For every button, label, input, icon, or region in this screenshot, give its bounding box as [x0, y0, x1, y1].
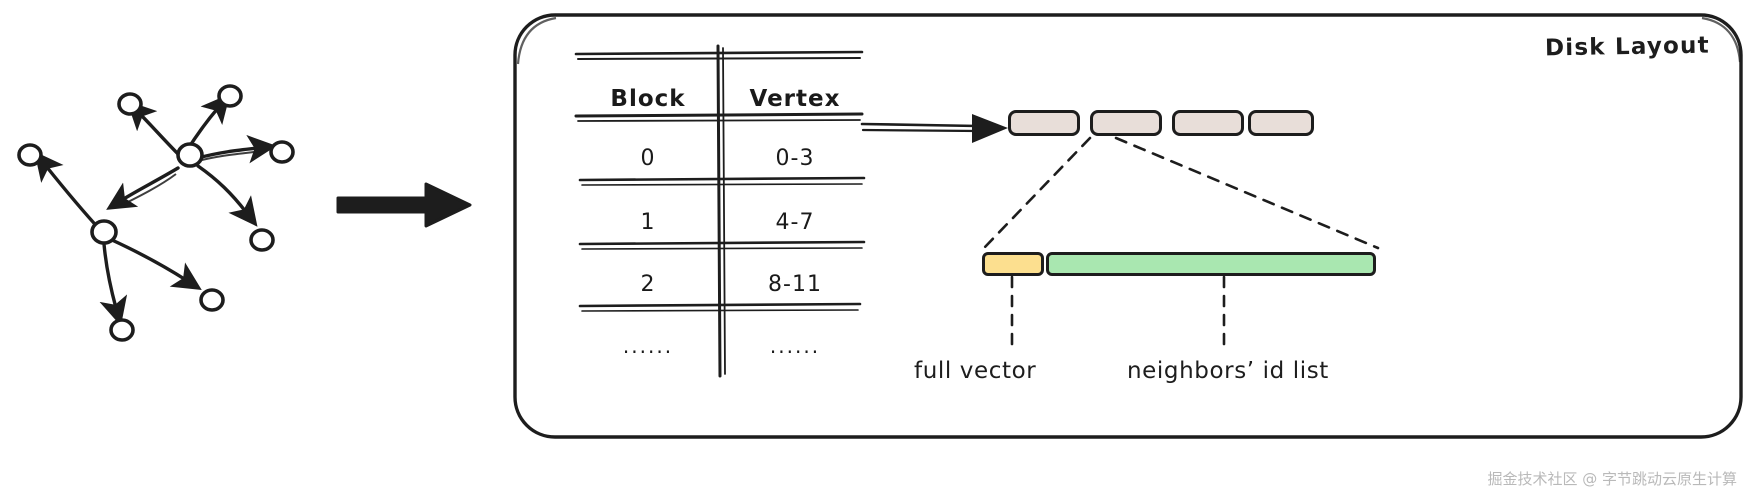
watermark: 掘金技术社区 @ 字节跳动云原生计算 — [1487, 470, 1737, 488]
full-vector-bar — [982, 252, 1044, 276]
graph-edges — [34, 93, 277, 327]
block-vertex-table: Block Vertex 0 0-3 1 4-7 2 8-11 ······ ·… — [570, 40, 868, 380]
disk-block — [1008, 110, 1080, 136]
neighbors-id-list-bar — [1046, 252, 1376, 276]
mapping-arrow — [860, 104, 1020, 154]
disk-layout-panel: Disk Layout — [512, 12, 1744, 440]
bar-leader-lines — [960, 275, 1420, 375]
source-graph — [0, 0, 340, 495]
expansion-lines-svg — [982, 136, 1380, 250]
table-cell-vertex-2: 8-11 — [768, 272, 822, 297]
graph-nodes — [17, 84, 295, 342]
table-cell-block-2: 2 — [640, 272, 656, 297]
graph-node — [269, 140, 295, 164]
graph-node — [117, 92, 143, 116]
disk-block — [1248, 110, 1314, 136]
disk-block — [1172, 110, 1244, 136]
table-rule-lines — [574, 44, 866, 378]
table-cell-vertex-ellipsis: ······ — [769, 340, 821, 364]
transform-arrow — [330, 170, 490, 240]
graph-node — [217, 84, 243, 108]
transform-arrow-icon — [336, 182, 472, 228]
table-cell-vertex-1: 4-7 — [775, 210, 815, 235]
graph-node — [17, 143, 43, 167]
graph-node — [176, 142, 204, 168]
table-header-vertex: Vertex — [749, 86, 841, 112]
panel-border — [513, 13, 1743, 439]
table-cell-block-1: 1 — [640, 210, 656, 235]
panel-title: Disk Layout — [1544, 32, 1711, 62]
block-expansion-lines — [960, 130, 1400, 260]
disk-block — [1090, 110, 1162, 136]
full-vector-label: full vector — [914, 358, 1037, 384]
mapping-arrow-icon — [860, 114, 1008, 143]
neighbors-id-list-label: neighbors’ id list — [1127, 358, 1329, 384]
table-header-block: Block — [610, 86, 686, 112]
graph-node — [249, 228, 275, 252]
table-cell-block-ellipsis: ······ — [622, 340, 674, 364]
table-cell-vertex-0: 0-3 — [775, 146, 815, 171]
graph-node — [199, 288, 225, 312]
table-cell-block-0: 0 — [640, 146, 656, 171]
leader-lines-svg — [1010, 275, 1226, 349]
graph-svg — [17, 84, 295, 342]
graph-node — [90, 219, 118, 245]
graph-node — [109, 318, 135, 342]
